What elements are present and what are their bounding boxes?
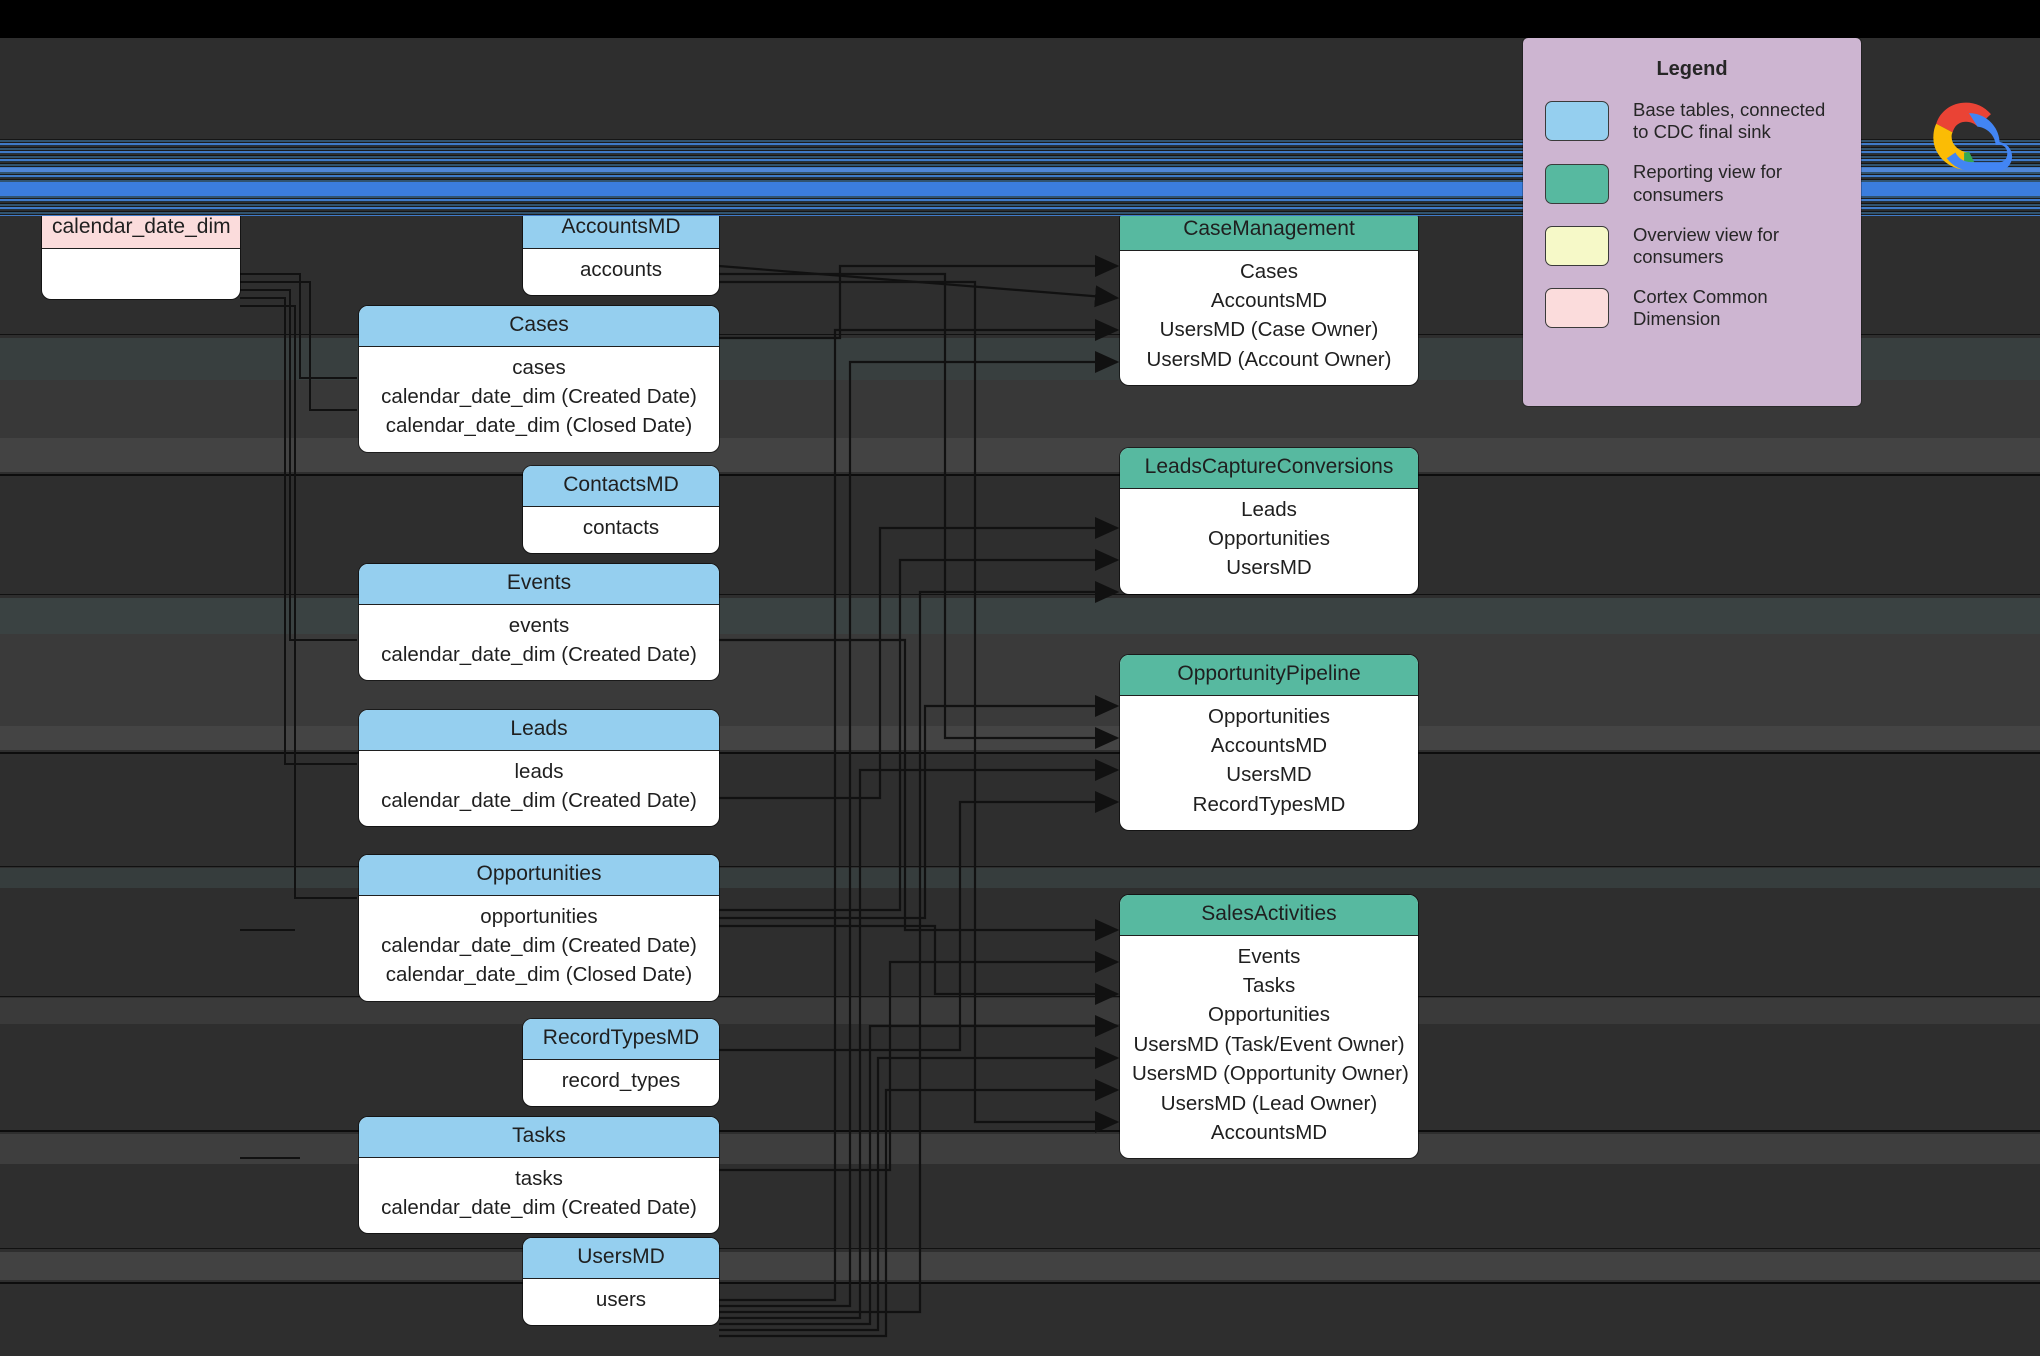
background-band [0,868,2040,888]
node-cases[interactable]: Cases cases calendar_date_dim (Created D… [359,306,719,452]
node-leads[interactable]: Leads leads calendar_date_dim (Created D… [359,710,719,827]
node-body: users [523,1279,719,1325]
node-row: calendar_date_dim (Created Date) [381,789,697,813]
legend-label: Overview view for consumers [1633,223,1779,267]
node-title: AccountsMD [523,208,719,249]
node-row: calendar_date_dim (Closed Date) [385,414,693,438]
node-row: AccountsMD [1210,1121,1328,1145]
node-events[interactable]: Events events calendar_date_dim (Created… [359,564,719,681]
node-row: record_types [561,1068,681,1092]
legend-swatch-base-tables [1545,101,1609,142]
node-body: Opportunities AccountsMD UsersMD RecordT… [1120,696,1418,831]
node-row: UsersMD (Account Owner) [1146,347,1392,371]
node-row: AccountsMD [1210,734,1328,758]
node-title: Events [359,564,719,605]
legend-label: Cortex Common Dimension [1633,286,1768,330]
legend-item-reporting-view: Reporting view for consumers [1545,161,1861,205]
legend-item-overview-view: Overview view for consumers [1545,224,1861,268]
node-row: leads [514,759,564,783]
node-row: Tasks [1242,974,1296,998]
legend-item-cortex-dimension: Cortex Common Dimension [1545,286,1861,330]
node-usersmd[interactable]: UsersMD users [523,1238,719,1326]
node-row: accounts [579,257,663,281]
node-row: events [508,613,570,637]
node-title: RecordTypesMD [523,1019,719,1060]
node-body: accounts [523,249,719,295]
node-body: leads calendar_date_dim (Created Date) [359,751,719,827]
node-title: Opportunities [359,855,719,896]
legend-swatch-reporting-view [1545,163,1609,204]
background-band [0,634,2040,726]
legend-title: Legend [1656,58,1728,80]
node-row: UsersMD (Lead Owner) [1160,1091,1378,1115]
node-title: LeadsCaptureConversions [1120,448,1418,489]
node-body: events calendar_date_dim (Created Date) [359,605,719,681]
node-row: RecordTypesMD [1192,792,1346,816]
node-title: Leads [359,710,719,751]
node-row: Cases [1239,259,1299,283]
node-body: opportunities calendar_date_dim (Created… [359,896,719,1001]
node-body: tasks calendar_date_dim (Created Date) [359,1158,719,1234]
node-row: calendar_date_dim (Created Date) [381,643,697,667]
node-body: Cases AccountsMD UsersMD (Case Owner) Us… [1120,251,1418,386]
background-band [0,726,2040,750]
node-title: ContactsMD [523,466,719,507]
node-row: UsersMD [1226,556,1312,580]
background-band [0,598,2040,634]
legend-item-base-tables: Base tables, connected to CDC final sink [1545,99,1861,143]
background-band [0,1134,2040,1164]
node-opportunities[interactable]: Opportunities opportunities calendar_dat… [359,855,719,1001]
node-row: tasks [515,1166,563,1190]
node-recordtypesmd[interactable]: RecordTypesMD record_types [523,1019,719,1107]
legend-swatch-cortex-dimension [1545,288,1609,329]
node-body: Leads Opportunities UsersMD [1120,489,1418,594]
node-title: SalesActivities [1120,895,1418,936]
node-calendar-date-dim[interactable]: calendar_date_dim [42,208,240,299]
node-title: Tasks [359,1117,719,1158]
node-accountsmd[interactable]: AccountsMD accounts [523,208,719,296]
node-leadscaptureconversions[interactable]: LeadsCaptureConversions Leads Opportunit… [1120,448,1418,594]
node-body: cases calendar_date_dim (Created Date) c… [359,347,719,452]
node-tasks[interactable]: Tasks tasks calendar_date_dim (Created D… [359,1117,719,1234]
node-row: Opportunities [1208,704,1330,728]
node-body [42,249,240,299]
node-row: Leads [1241,497,1297,521]
node-row: UsersMD (Opportunity Owner) [1132,1062,1409,1086]
node-row: calendar_date_dim (Closed Date) [385,963,693,987]
google-cloud-logo [1933,102,2013,171]
node-row: cases [512,355,566,379]
node-row: users [595,1287,647,1311]
node-contactsmd[interactable]: ContactsMD contacts [523,466,719,554]
node-body: contacts [523,507,719,553]
node-casemanagement[interactable]: CaseManagement Cases AccountsMD UsersMD … [1120,210,1418,386]
node-row: opportunities [480,904,598,928]
node-row: Opportunities [1208,527,1330,551]
node-row: UsersMD (Task/Event Owner) [1133,1032,1405,1056]
node-title: Cases [359,306,719,347]
node-row: UsersMD [1226,763,1312,787]
node-title: calendar_date_dim [42,208,240,249]
node-row: calendar_date_dim (Created Date) [381,1196,697,1220]
background-band [0,998,2040,1024]
node-row: AccountsMD [1210,289,1328,313]
node-row: calendar_date_dim (Created Date) [381,385,697,409]
node-opportunitypipeline[interactable]: OpportunityPipeline Opportunities Accoun… [1120,655,1418,831]
node-salesactivities[interactable]: SalesActivities Events Tasks Opportuniti… [1120,895,1418,1159]
node-body: record_types [523,1060,719,1106]
legend-swatch-overview-view [1545,225,1609,266]
node-title: CaseManagement [1120,210,1418,251]
legend-label: Base tables, connected to CDC final sink [1633,99,1826,143]
node-title: UsersMD [523,1238,719,1279]
background-band [0,1252,2040,1280]
node-row: UsersMD (Case Owner) [1159,318,1379,342]
background-band [0,438,2040,472]
node-title: OpportunityPipeline [1120,655,1418,696]
node-row: Opportunities [1208,1003,1330,1027]
node-row: Events [1237,944,1301,968]
node-row: calendar_date_dim (Created Date) [381,934,697,958]
legend-label: Reporting view for consumers [1633,161,1783,205]
legend-panel: Legend Base tables, connected to CDC fin… [1523,38,1861,406]
node-row: contacts [582,515,660,539]
node-body: Events Tasks Opportunities UsersMD (Task… [1120,936,1418,1159]
